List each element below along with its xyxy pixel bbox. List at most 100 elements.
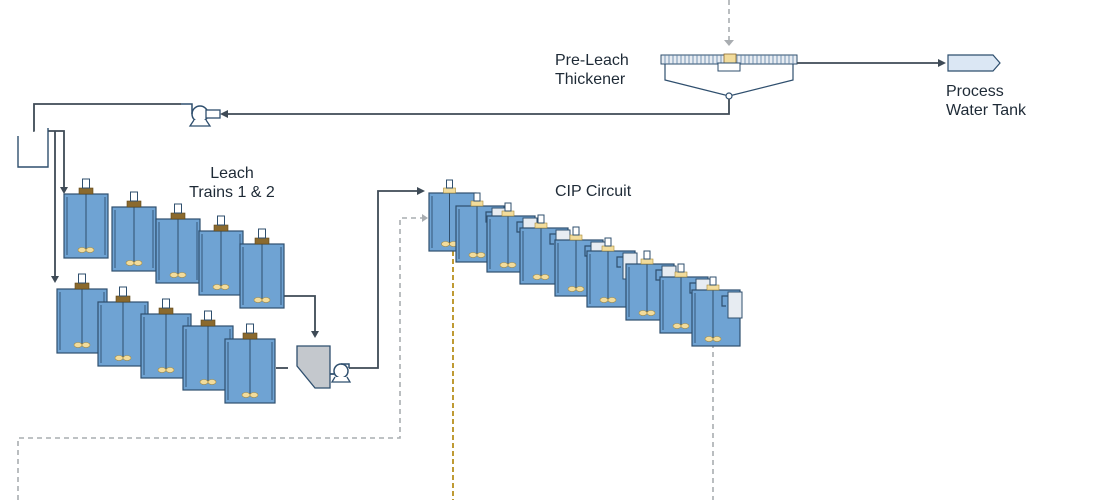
screen-launder — [516, 221, 523, 233]
leach-label-line2: Trains 1 & 2 — [189, 184, 275, 201]
screen-launder — [655, 269, 662, 281]
agitator-gearbox — [213, 224, 229, 232]
leach-tank[interactable] — [155, 203, 201, 284]
agitator-gearbox — [706, 284, 720, 291]
impeller-icon — [199, 379, 209, 385]
agitator-gearbox — [443, 187, 456, 194]
impeller-icon — [567, 286, 577, 292]
screen-launder — [549, 233, 556, 245]
impeller-icon — [122, 355, 132, 361]
agitator-motor — [446, 179, 453, 189]
impeller-icon — [261, 297, 271, 303]
impeller-icon — [73, 342, 83, 348]
agitator-motor — [258, 228, 266, 239]
pipes — [33, 62, 938, 369]
screen-launder — [616, 256, 623, 268]
pump-discharge — [181, 103, 193, 114]
impeller-icon — [599, 297, 609, 303]
distributor-box[interactable] — [17, 128, 49, 168]
screen-launder — [721, 295, 728, 307]
impeller-icon — [476, 252, 486, 258]
impeller-icon — [672, 323, 682, 329]
agitator-motor — [246, 323, 254, 334]
thickener-drive — [723, 53, 737, 64]
agitator-gearbox — [470, 200, 484, 207]
agitator-motor — [604, 237, 612, 247]
arrow-head — [724, 40, 734, 46]
arrow-head — [51, 276, 59, 283]
agitator-gearbox — [501, 210, 515, 217]
impeller-icon — [468, 252, 478, 258]
leach-tank[interactable] — [63, 178, 109, 259]
agitator-gearbox — [200, 319, 216, 327]
pump-foot — [188, 119, 212, 127]
transfer-hopper[interactable] — [296, 345, 335, 389]
pipe-pump-to-distributor — [33, 103, 181, 139]
impeller-icon — [165, 367, 175, 373]
agitator-motor — [643, 250, 651, 260]
agitator-gearbox — [158, 307, 174, 315]
thickener-bridge-grid — [664, 55, 794, 64]
agitator-gearbox — [674, 271, 688, 278]
distributor-box-shape — [17, 128, 49, 168]
cip-circuit[interactable] — [428, 179, 743, 347]
leach-tank[interactable] — [56, 273, 108, 354]
agitator-gearbox — [601, 245, 615, 252]
leach-tank[interactable] — [111, 191, 157, 272]
pre-leach-thickener[interactable] — [660, 53, 798, 100]
agitator-gearbox — [126, 200, 142, 208]
impeller-icon — [125, 260, 135, 266]
agitator-motor — [537, 214, 545, 224]
agitator-motor — [162, 298, 170, 309]
impeller-icon — [507, 262, 517, 268]
impeller-icon — [704, 336, 714, 342]
leach-train-1[interactable] — [63, 178, 285, 309]
cip-tank[interactable] — [625, 250, 677, 321]
cip-feed-pump[interactable] — [330, 363, 352, 383]
arrow-head — [417, 187, 425, 195]
agitator-gearbox — [74, 282, 90, 290]
pump-foot — [330, 376, 352, 383]
pump-motor — [205, 109, 221, 119]
agitator-gearbox — [254, 237, 270, 245]
impeller-icon — [77, 247, 87, 253]
process-water-tank[interactable] — [947, 54, 1001, 72]
thickener-label-line2: Thickener — [555, 71, 626, 88]
agitator-gearbox — [534, 222, 548, 229]
water-tank-label-line1: Process — [946, 83, 1004, 100]
impeller-icon — [212, 284, 222, 290]
pump-discharge — [341, 363, 350, 368]
leach-label-line1: Leach — [210, 165, 254, 182]
thickener-underflow-valve — [725, 92, 733, 100]
thickener-underflow-pump[interactable] — [181, 103, 221, 127]
cip-tank[interactable] — [691, 276, 743, 347]
interstage-screen — [727, 291, 743, 319]
arrow-head — [60, 187, 68, 194]
leach-tank[interactable] — [198, 215, 244, 296]
leach-tank[interactable] — [239, 228, 285, 309]
impeller-icon — [607, 297, 617, 303]
hopper-shape — [296, 345, 331, 389]
agitator-motor — [204, 310, 212, 321]
leach-tank[interactable] — [97, 286, 149, 367]
agitator-gearbox — [115, 295, 131, 303]
dashed-return-line — [17, 217, 424, 500]
agitator-motor — [709, 276, 717, 286]
leach-train-2[interactable] — [56, 273, 276, 404]
leach-trains-label: Leach Trains 1 & 2 — [185, 164, 279, 202]
agitator-motor — [174, 203, 182, 214]
agitator-motor — [82, 178, 90, 189]
agitator-motor — [677, 263, 685, 273]
impeller-icon — [646, 310, 656, 316]
agitator-gearbox — [569, 234, 583, 241]
agitator-gearbox — [242, 332, 258, 340]
arrow-head — [311, 331, 319, 338]
thickener-label: Pre-Leach Thickener — [555, 51, 629, 89]
agitator-motor — [119, 286, 127, 297]
impeller-icon — [85, 247, 95, 253]
arrow-head — [220, 110, 228, 118]
leach-tank[interactable] — [224, 323, 276, 404]
arrow-head — [938, 59, 946, 67]
impeller-icon — [157, 367, 167, 373]
